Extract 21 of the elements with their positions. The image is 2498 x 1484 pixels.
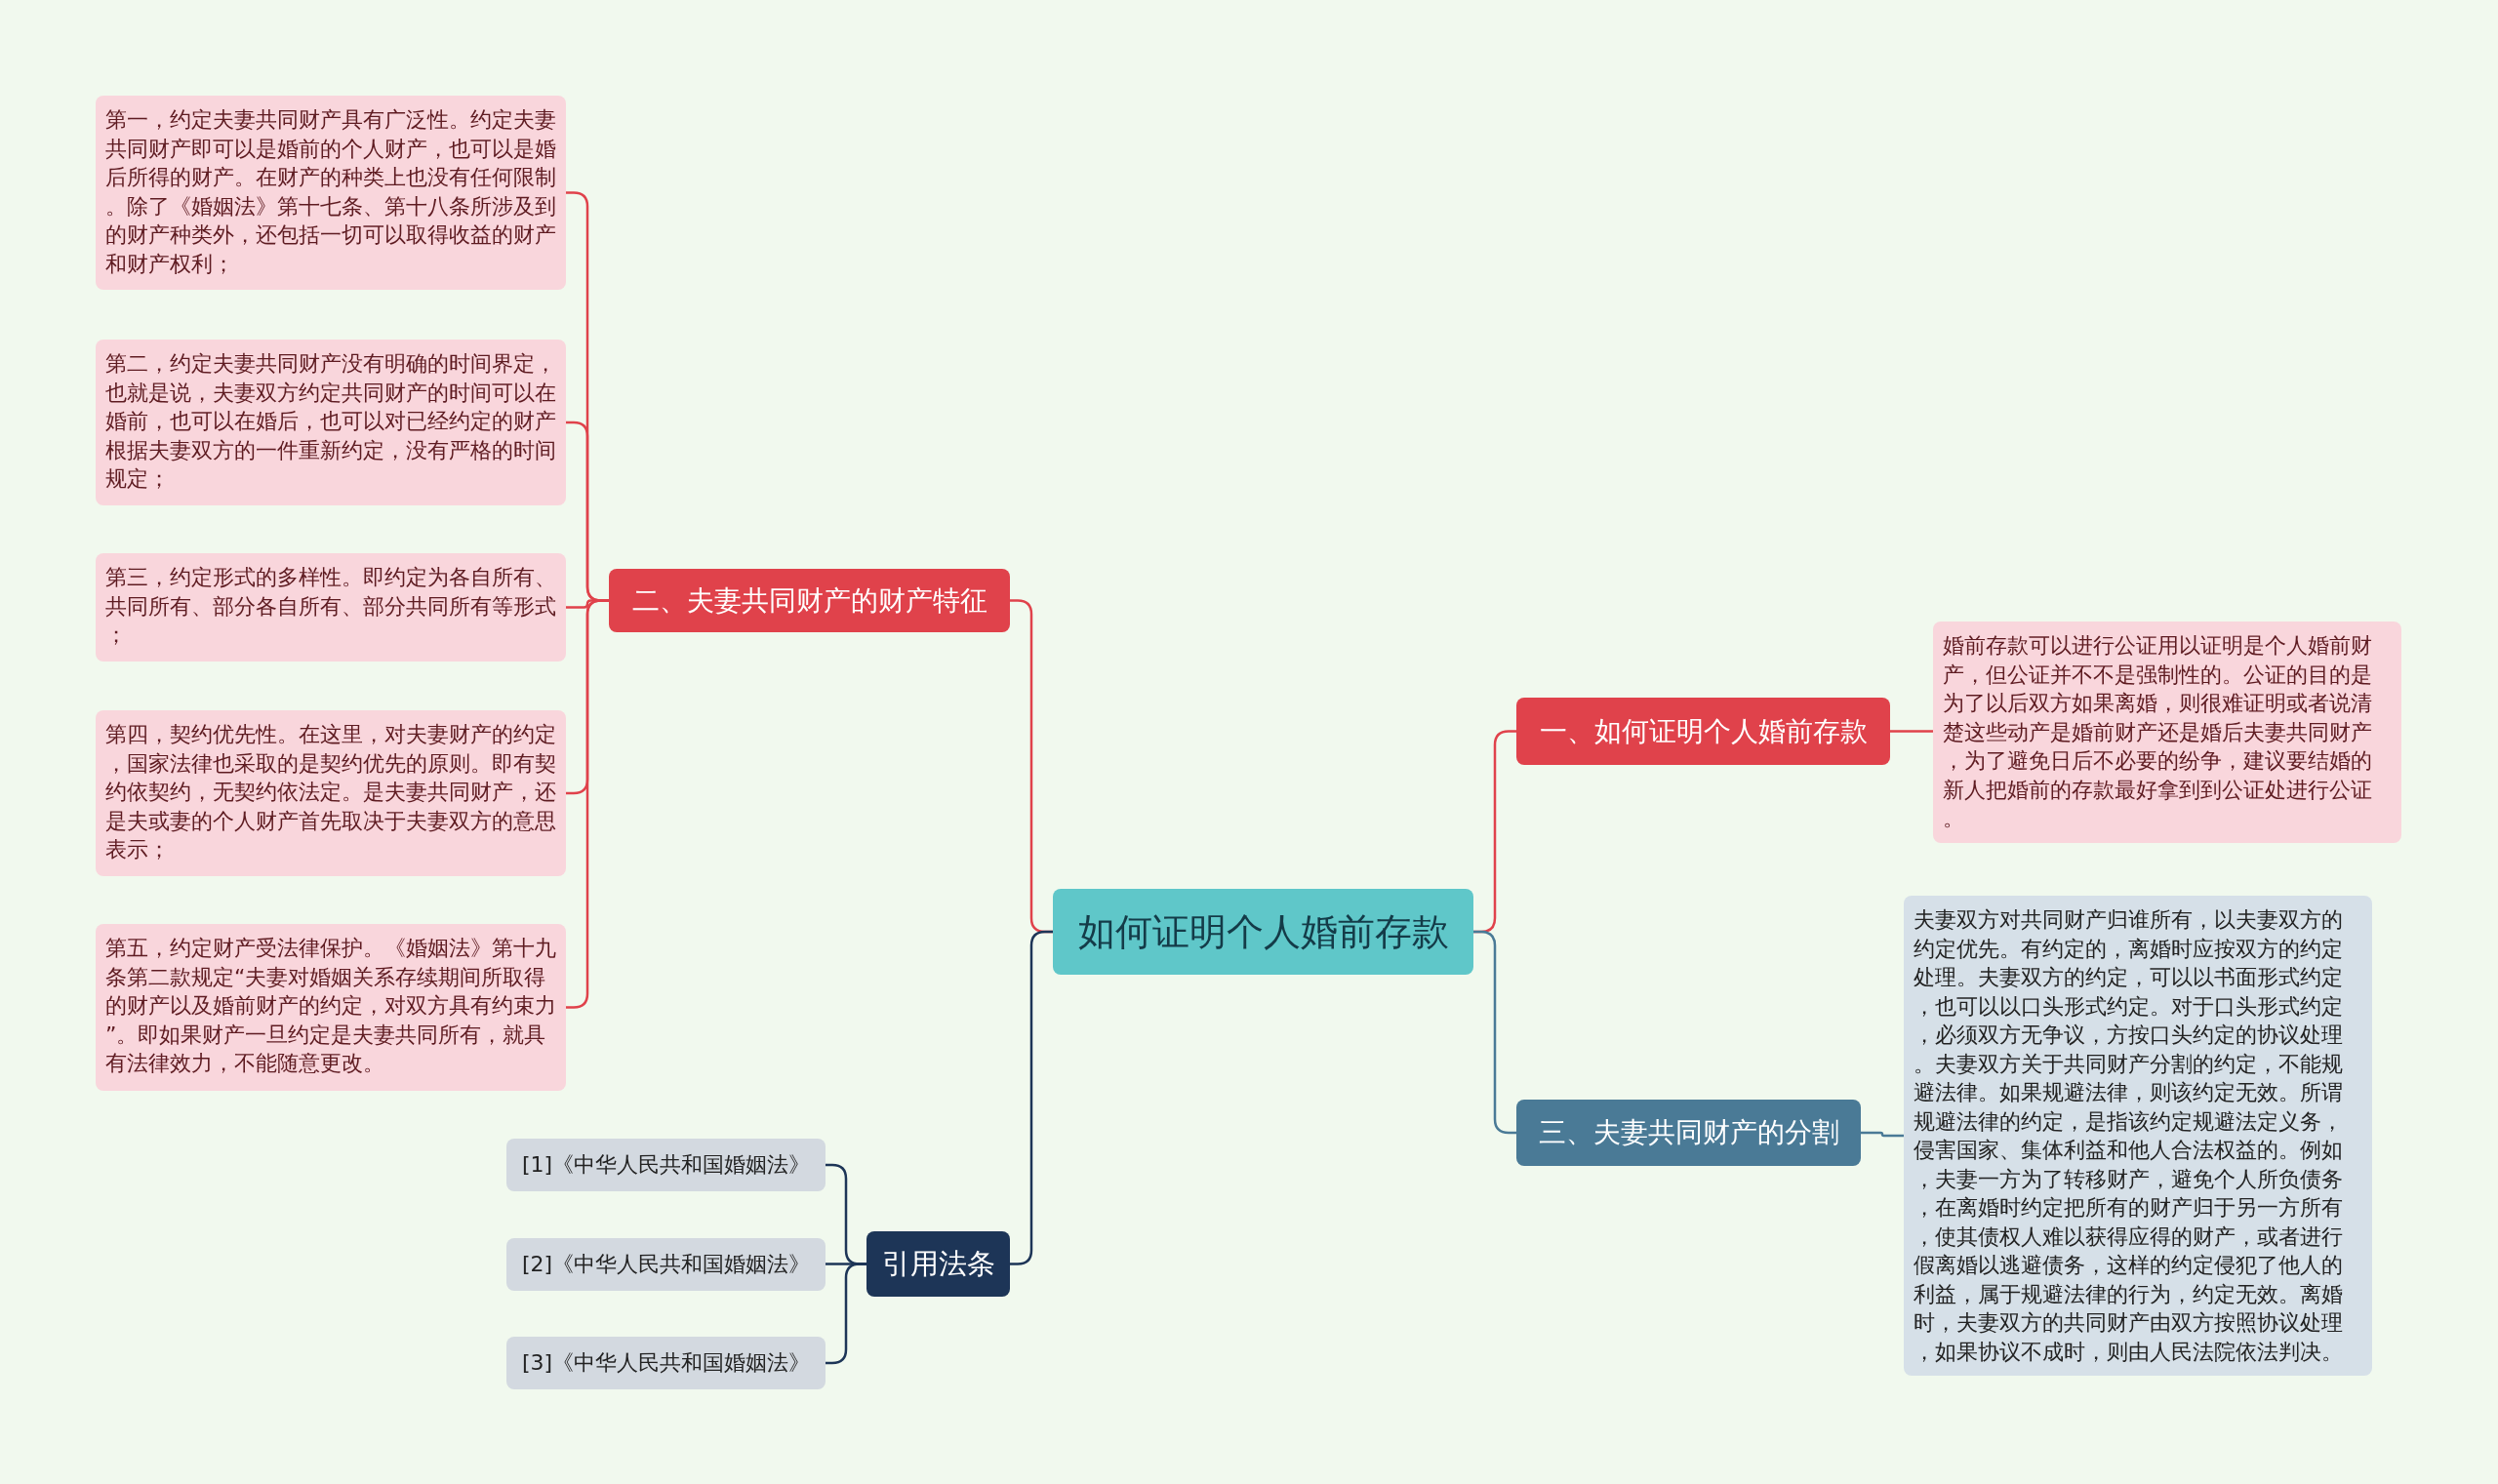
branch-topic-box: 一、如何证明个人婚前存款 xyxy=(1516,698,1890,765)
connector-line xyxy=(1861,1131,1904,1138)
central-topic-box: 如何证明个人婚前存款 xyxy=(1053,889,1473,975)
text-card: 第二，约定夫妻共同财产没有明确的时间界定，也就是说，夫妻双方约定共同财产的时间可以在婚前，也可以在婚后，也可以对已经约定的财产根据夫妻双方的一件重新约定，没有严格的时间规定； xyxy=(96,340,566,505)
text-card: 第四，契约优先性。在这里，对夫妻财产的约定，国家法律也采取的是契约优先的原则。即有契约依契约，无契约依法定。是夫妻共同财产，还是夫或妻的个人财产首先取决于夫妻双方的意思表示； xyxy=(96,710,566,876)
reference-box: [3]《中华人民共和国婚姻法》 xyxy=(506,1337,826,1389)
connector-line xyxy=(1473,930,1516,1135)
branch-topic-box: 引用法条 xyxy=(866,1231,1010,1297)
reference-box: [2]《中华人民共和国婚姻法》 xyxy=(506,1238,826,1291)
connector-line xyxy=(566,599,609,1009)
text-card: 第五，约定财产受法律保护。《婚姻法》第十九条第二款规定“夫妻对婚姻关系存续期间所取得的财产以及婚前财产的约定，对双方具有约束力”。即如果财产一旦约定是夫妻共同所有，就具有法律效力，不能随意更改。 xyxy=(96,924,566,1091)
text-card: 第一，约定夫妻共同财产具有广泛性。约定夫妻共同财产即可以是婚前的个人财产，也可以是婚后所得的财产。在财产的种类上也没有任何限制。除了《婚姻法》第十七条、第十八条所涉及到的财产种类外，还包括一切可以取得收益的财产和财产权利； xyxy=(96,96,566,290)
text-card: 婚前存款可以进行公证用以证明是个人婚前财产，但公证并不不是强制性的。公证的目的是为了以后双方如果离婚，则很难证明或者说清楚这些动产是婚前财产还是婚后夫妻共同财产，为了避免日后不必要的纷争，建议要结婚的新人把婚前的存款最好拿到到公证处进行公证。 xyxy=(1933,622,2401,843)
connector-line xyxy=(826,1263,866,1365)
text-card: 夫妻双方对共同财产归谁所有，以夫妻双方的约定优先。有约定的，离婚时应按双方的约定处理。夫妻双方的约定，可以以书面形式约定，也可以以口头形式约定。对于口头形式约定，必须双方无争议，方按口头约定的协议处理。夫妻双方关于共同财产分割的约定，不能规避法律。如果规避法律，则该约定无效。所谓规避法律的约定，是指该约定规避法定义务，侵害国家、集体利益和他人合法权益的。例如，夫妻一方为了转移财产，避免个人所负债务，在离婚时约定把所有的财产归于另一方所有，使其债权人难以获得应得的财产，或者进行假离婚以逃避债务，这样的约定侵犯了他人的利益，属于规避法律的行为，约定无效。离婚时，夫妻双方的共同财产由双方按照协议处理，如果协议不成时，则由人民法院依法判决。 xyxy=(1904,896,2372,1376)
connector-line xyxy=(1010,930,1053,1265)
connector-line xyxy=(1890,730,1933,733)
branch-topic-box: 三、夫妻共同财产的分割 xyxy=(1516,1100,1861,1166)
reference-box: [1]《中华人民共和国婚姻法》 xyxy=(506,1139,826,1191)
branch-topic-box: 二、夫妻共同财产的财产特征 xyxy=(609,569,1010,632)
text-card: 第三，约定形式的多样性。即约定为各自所有、共同所有、部分各自所有、部分共同所有等形式； xyxy=(96,553,566,662)
